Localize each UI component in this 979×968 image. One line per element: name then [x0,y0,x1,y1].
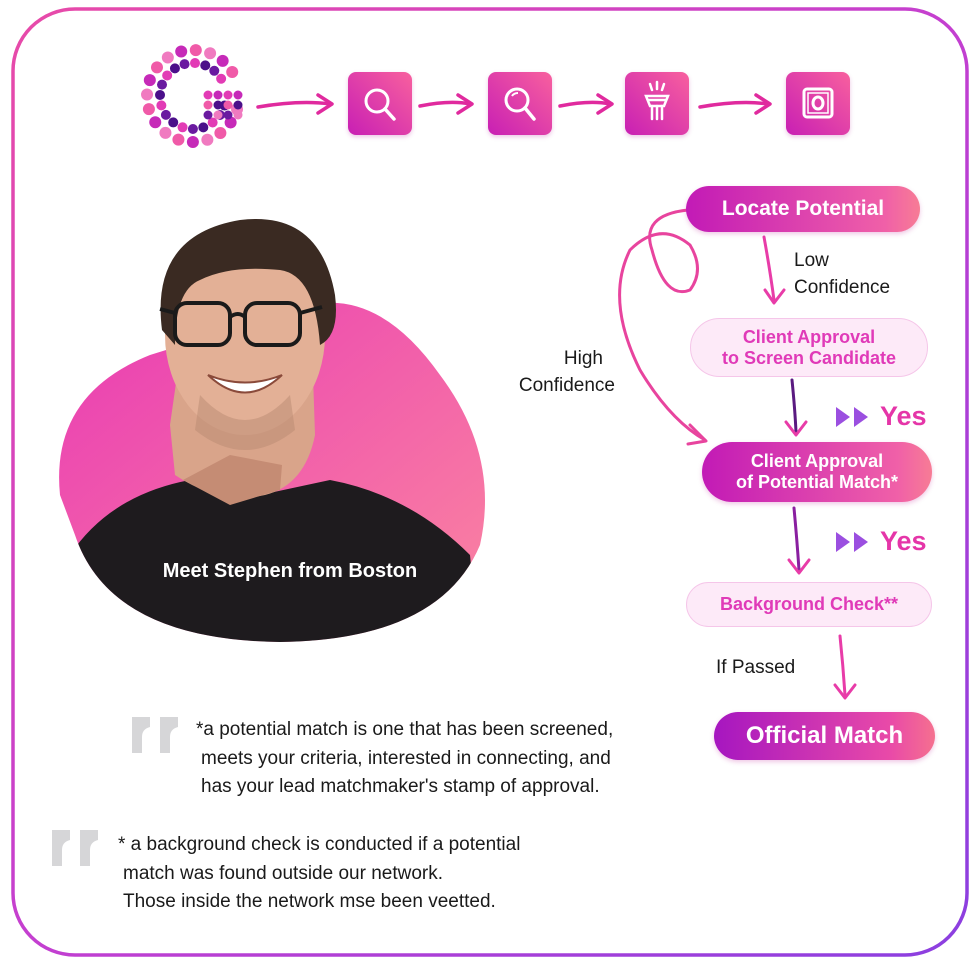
profile-photo [59,218,485,642]
logo-dot [150,61,163,74]
step-official-match: Official Match [714,712,935,760]
logo-dot [233,110,243,120]
logo-dot [179,59,190,70]
logo-dot [203,90,213,100]
logo-dot [186,135,199,148]
logo-g-icon [141,44,244,148]
logo-dot [204,47,217,60]
logo-dot [177,122,188,133]
logo-dot [168,117,179,128]
logo-dot [156,100,167,111]
logo-dot [223,100,233,110]
logo-dot [141,88,154,101]
logo-dot [160,109,171,120]
logo-dot [213,110,223,120]
logo-dot [142,103,155,116]
step-locate-potential: Locate Potential [686,186,920,232]
footnote-potential-match: *a potential match is one that has been … [196,719,614,797]
quote-icon [132,717,178,753]
logo-dot [201,133,214,146]
logo-dot [216,54,229,67]
logo-dot [203,100,213,110]
logo-dot [207,117,218,128]
logo-dot [172,133,185,146]
logo-dot [203,110,213,120]
flow-arrows [618,208,857,700]
double-chevron-icon [836,406,868,427]
process-arrows [256,93,772,115]
magnifier-step-icon [488,72,552,135]
logo-dot [175,45,188,58]
photo-caption: Meet Stephen from Boston [162,560,418,582]
logo-dot [149,116,162,129]
magnifier-icon [504,87,536,121]
logo-dot [214,126,227,139]
step-background-check: Background Check** [686,582,932,627]
double-chevron-icon [836,531,868,552]
logo-dot [161,51,174,64]
logo-dot [157,79,168,90]
logo-dot [187,123,198,134]
logo-dot [226,65,239,78]
logo-dot [169,63,180,74]
search-step-icon [348,72,412,135]
logo-dot [159,126,172,139]
logo-dot [216,73,227,84]
filter-icon [644,80,670,121]
logo-dot [162,70,173,81]
logo-dot [213,90,223,100]
logo-dot [233,100,243,110]
safe-icon [802,87,834,119]
logo-dot [155,89,166,100]
logo-dot [200,60,211,71]
if-passed-label: If Passed [716,657,796,678]
logo-dot [189,44,202,57]
logo-dot [209,65,220,76]
yes-label-1: Yes [834,401,927,432]
quote-icon [52,830,98,866]
safe-step-icon [786,72,850,135]
yes-label-2: Yes [834,526,927,557]
logo-dot [190,58,201,69]
logo-dot [198,122,209,133]
logo-dot [223,90,233,100]
footnote-background-check: * a background check is conducted if a p… [118,834,521,912]
logo-dot [223,110,233,120]
search-icon [364,88,396,121]
filter-step-icon [625,72,689,135]
logo-dot [213,100,223,110]
logo-dot [233,90,243,100]
logo-dot [143,74,156,87]
